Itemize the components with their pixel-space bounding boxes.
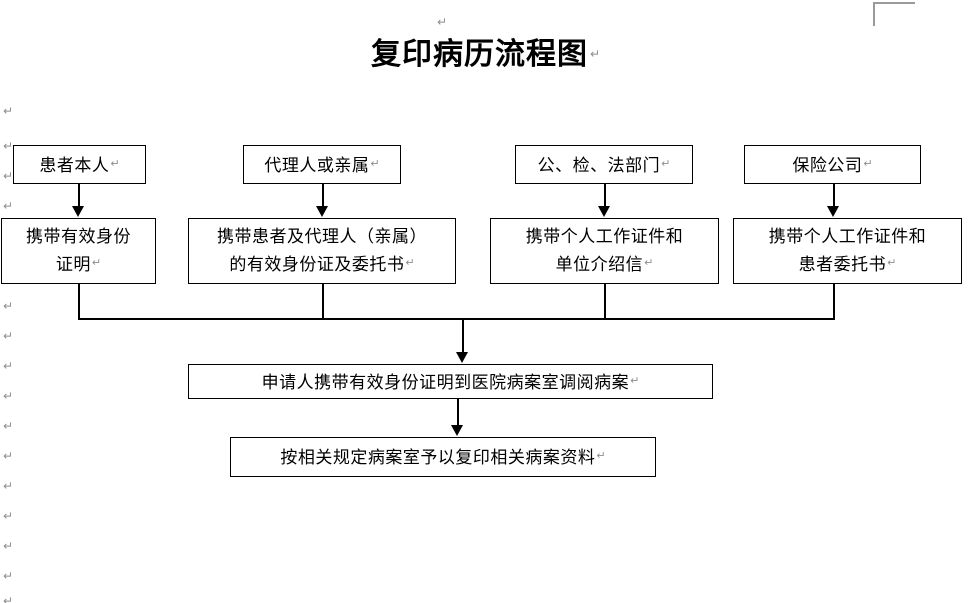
flow-box-requirement-1-line2: 证明 (55, 255, 91, 275)
margin-paragraph-mark: ↵ (3, 359, 14, 373)
connector-source-4-to-requirement-4 (833, 184, 835, 208)
flow-box-requirement-2-line2: 的有效身份证及委托书 (229, 255, 405, 275)
flow-box-source-2[interactable]: 代理人或亲属↵ (243, 145, 401, 184)
flow-box-requirement-4[interactable]: 携带个人工作证件和患者委托书↵ (733, 218, 962, 284)
flow-box-requirement-1-line1: 携带有效身份 (26, 227, 131, 247)
arrowhead-source-2-to-requirement-2 (316, 206, 328, 217)
paragraph-mark: ↵ (661, 156, 671, 170)
connector-source-2-to-requirement-2 (322, 184, 324, 208)
connector-merge-to-step-retrieve (462, 318, 464, 354)
paragraph-mark: ↵ (863, 156, 873, 170)
margin-paragraph-mark: ↵ (3, 104, 14, 118)
flow-box-source-1[interactable]: 患者本人↵ (13, 145, 146, 184)
flow-box-step-retrieve-label: 申请人携带有效身份证明到医院病案室调阅病案 (261, 372, 630, 393)
margin-paragraph-mark: ↵ (3, 569, 14, 583)
flow-box-requirement-4-line1: 携带个人工作证件和 (768, 227, 927, 247)
connector-source-1-to-requirement-1 (78, 184, 80, 208)
flow-box-requirement-4-line2: 患者委托书 (798, 255, 887, 275)
margin-paragraph-mark: ↵ (3, 299, 14, 313)
page-title-text: 复印病历流程图 (370, 37, 588, 72)
connector-requirement-3-drop (604, 284, 606, 319)
connector-source-3-to-requirement-3 (604, 184, 606, 208)
connector-requirement-1-drop (78, 284, 80, 319)
flow-box-source-4-label: 保险公司 (792, 155, 863, 176)
paragraph-mark: ↵ (887, 256, 897, 269)
margin-paragraph-mark: ↵ (3, 479, 14, 493)
margin-paragraph-mark: ↵ (3, 449, 14, 463)
margin-paragraph-mark: ↵ (3, 389, 14, 403)
flow-box-source-1-label: 患者本人 (39, 155, 110, 176)
flow-box-source-3-label: 公、检、法部门 (537, 155, 661, 176)
arrowhead-source-3-to-requirement-3 (598, 206, 610, 217)
flow-box-step-copy[interactable]: 按相关规定病案室予以复印相关病案资料↵ (230, 437, 656, 477)
connector-step-retrieve-to-step-copy (457, 399, 459, 427)
page-margin-corner-guide (873, 2, 915, 26)
arrowhead-source-4-to-requirement-4 (827, 206, 839, 217)
margin-paragraph-mark: ↵ (3, 329, 14, 343)
margin-paragraph-mark: ↵ (3, 169, 14, 183)
flow-box-requirement-1[interactable]: 携带有效身份证明↵ (1, 218, 156, 284)
flow-box-step-retrieve[interactable]: 申请人携带有效身份证明到医院病案室调阅病案↵ (188, 364, 713, 399)
connector-merge-bus (78, 318, 835, 320)
arrowhead-source-1-to-requirement-1 (72, 206, 84, 217)
margin-paragraph-mark: ↵ (3, 419, 14, 433)
margin-paragraph-mark: ↵ (3, 594, 14, 603)
flow-box-step-copy-label: 按相关规定病案室予以复印相关病案资料 (280, 448, 596, 468)
flow-box-requirement-2[interactable]: 携带患者及代理人（亲属） 的有效身份证及委托书↵ (188, 218, 456, 284)
connector-requirement-4-drop (833, 284, 835, 319)
margin-paragraph-mark: ↵ (3, 139, 14, 153)
paragraph-mark: ↵ (630, 373, 640, 387)
page-title: 复印病历流程图↵ (0, 36, 972, 73)
paragraph-mark-title: ↵ (589, 47, 602, 61)
flow-box-requirement-3-line1: 携带个人工作证件和 (525, 227, 684, 247)
flow-box-requirement-3-line2: 单位介绍信 (555, 255, 644, 275)
margin-paragraph-mark: ↵ (3, 539, 14, 553)
flow-box-source-4[interactable]: 保险公司↵ (744, 145, 921, 184)
paragraph-mark: ↵ (596, 449, 606, 462)
flow-box-requirement-2-line1: 携带患者及代理人（亲属） (217, 227, 427, 247)
paragraph-mark: ↵ (644, 256, 654, 269)
margin-paragraph-mark: ↵ (3, 199, 14, 213)
paragraph-mark: ↵ (370, 156, 380, 170)
flow-box-source-2-label: 代理人或亲属 (264, 155, 370, 176)
paragraph-mark: ↵ (405, 256, 415, 269)
flow-box-source-3[interactable]: 公、检、法部门↵ (515, 145, 693, 184)
arrowhead-merge-to-step-retrieve (456, 352, 468, 363)
arrowhead-step-retrieve-to-step-copy (451, 425, 463, 436)
paragraph-mark: ↵ (110, 156, 120, 170)
paragraph-mark: ↵ (91, 256, 102, 269)
paragraph-mark-title-top: ↵ (437, 15, 448, 29)
connector-requirement-2-drop (322, 284, 324, 319)
flow-box-requirement-3[interactable]: 携带个人工作证件和单位介绍信↵ (490, 218, 719, 284)
margin-paragraph-mark: ↵ (3, 509, 14, 523)
